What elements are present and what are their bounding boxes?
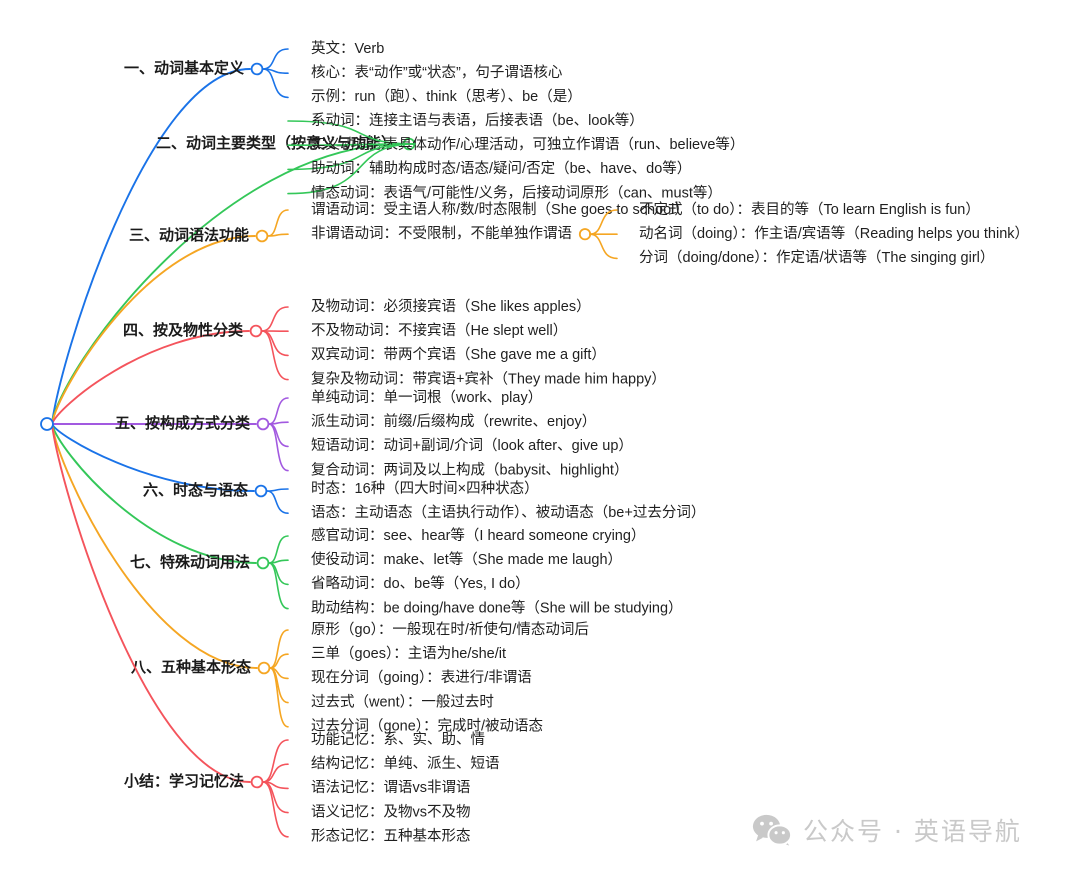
branch-node-8[interactable]: [257, 661, 271, 675]
sub-label-3-2-3: 分词（doing/done）：作定语/状语等（The singing girl）: [639, 248, 994, 266]
leaf-link-1-1: [262, 48, 289, 70]
leaf-label-9-1: 功能记忆：系、实、助、情: [311, 731, 485, 748]
branch-label-5: 五、按构成方式分类: [115, 414, 251, 432]
leaf-link-2-3: [287, 143, 416, 171]
leaf-link-2-2: [287, 143, 416, 146]
branch-link-8: [51, 423, 258, 669]
leaf-label-2-2: 实义动词：表具体动作/心理活动，可独立作谓语（run、believe等）: [311, 135, 744, 153]
leaf-link-2-4: [287, 143, 416, 195]
leaf-label-6-2: 语态：主动语态（主语执行动作）、被动语态（be+过去分词）: [311, 504, 705, 521]
branch-node-5[interactable]: [256, 417, 270, 431]
leaf-label-9-2: 结构记忆：单纯、派生、短语: [311, 755, 500, 772]
branch-label-4: 四、按及物性分类: [123, 321, 244, 339]
leaf-label-9-4: 语义记忆：及物vs不及物: [311, 803, 471, 820]
leaf-label-2-1: 系动词：连接主语与表语，后接表语（be、look等）: [311, 111, 644, 129]
branch-node-9[interactable]: [250, 775, 264, 789]
branch-node-6[interactable]: [254, 484, 268, 498]
branch-node-4[interactable]: [249, 324, 263, 338]
leaf-link-9-1: [262, 739, 289, 783]
leaf-label-1-2: 核心：表“动作”或“状态”，句子谓语核心: [311, 64, 562, 81]
sub-label-3-2-2: 动名词（doing）：作主语/宾语等（Reading helps you thi…: [639, 224, 1029, 242]
leaf-link-3-1: [267, 209, 289, 237]
branch-label-9: 小结：学习记忆法: [124, 772, 244, 790]
branch-node-1[interactable]: [250, 62, 264, 76]
leaf-label-7-4: 助动结构：be doing/have done等（She will be stu…: [311, 598, 683, 616]
branch-label-8: 八、五种基本形态: [130, 658, 251, 676]
leaf-label-9-3: 语法记忆：谓语vs非谓语: [311, 779, 471, 796]
leaf-link-5-1: [268, 397, 289, 425]
leaf-link-5-4: [268, 423, 289, 472]
leaf-label-8-5: 过去分词（gone）：完成时/被动语态: [311, 718, 543, 735]
leaf-link-6-1: [266, 488, 289, 492]
leaf-link-7-3: [268, 562, 289, 586]
sub-node-3-2[interactable]: [578, 228, 592, 241]
branch-link-9: [51, 423, 251, 783]
sub-label-3-2-1: 不定式（to do）：表目的等（To learn English is fun）: [639, 200, 980, 218]
branch-node-7[interactable]: [256, 556, 270, 570]
leaf-label-7-1: 感官动词：see、hear等（I heard someone crying）: [311, 526, 645, 544]
leaf-label-3-2: 非谓语动词：不受限制，不能单独作谓语: [311, 225, 572, 242]
branch-node-3[interactable]: [255, 229, 269, 243]
root-node[interactable]: [40, 417, 54, 431]
branch-label-2: 二、动词主要类型（按意义与功能）: [156, 134, 396, 152]
leaf-label-5-4: 复合动词：两词及以上构成（babysit、highlight）: [311, 460, 628, 478]
leaf-link-7-4: [268, 562, 289, 610]
leaf-label-8-2: 三单（goes）：主语为he/she/it: [311, 645, 506, 662]
branch-link-1: [51, 68, 251, 425]
leaf-link-9-2: [262, 763, 289, 783]
branch-link-3: [51, 235, 256, 425]
leaf-link-5-3: [268, 423, 289, 448]
leaf-link-8-4: [269, 667, 289, 704]
leaf-label-9-5: 形态记忆：五种基本形态: [311, 828, 471, 845]
leaf-label-8-1: 原形（go）：一般现在时/祈使句/情态动词后: [311, 621, 589, 638]
leaf-label-2-4: 情态动词：表语气/可能性/义务，后接动词原形（can、must等）: [311, 183, 722, 201]
sub-link-3-2-3: [589, 233, 618, 260]
leaf-label-6-1: 时态：16种（四大时间×四种状态）: [311, 480, 539, 497]
leaf-link-3-2: [267, 233, 289, 237]
leaf-label-8-4: 过去式（went）：一般过去时: [311, 693, 494, 710]
branch-link-4: [51, 330, 250, 425]
leaf-link-1-3: [262, 68, 289, 99]
branch-link-6: [51, 423, 255, 492]
branch-label-7: 七、特殊动词用法: [130, 553, 250, 571]
leaf-label-7-3: 省略动词：do、be等（Yes, I do）: [311, 574, 530, 592]
leaf-label-5-2: 派生动词：前缀/后缀构成（rewrite、enjoy）: [311, 413, 596, 430]
leaf-link-2-1: [287, 120, 416, 145]
leaf-label-1-3: 示例：run（跑）、think（思考）、be（是）: [311, 88, 582, 105]
leaf-label-2-3: 助动词：辅助构成时态/语态/疑问/否定（be、have、do等）: [311, 159, 691, 177]
leaf-link-7-1: [268, 535, 289, 564]
branch-link-7: [51, 423, 257, 564]
leaf-label-5-1: 单纯动词：单一词根（work、play）: [311, 389, 542, 406]
leaf-link-8-5: [269, 667, 289, 728]
leaf-label-4-2: 不及物动词：不接宾语（He slept well）: [311, 322, 567, 339]
leaf-link-4-3: [261, 330, 289, 357]
leaf-link-8-1: [269, 629, 289, 669]
leaf-label-5-3: 短语动词：动词+副词/介词（look after、give up）: [311, 437, 633, 454]
leaf-link-9-5: [262, 781, 289, 838]
leaf-label-3-1: 谓语动词：受主语人称/数/时态限制（She goes to school）: [311, 201, 689, 218]
branch-label-1: 一、动词基本定义: [124, 59, 244, 77]
leaf-label-7-2: 使役动词：make、let等（She made me laugh）: [311, 550, 622, 568]
branch-label-6: 六、时态与语态: [143, 481, 248, 499]
leaf-label-4-3: 双宾动词：带两个宾语（She gave me a gift）: [311, 346, 606, 363]
leaf-link-6-2: [266, 490, 289, 514]
leaf-link-4-4: [261, 330, 289, 381]
leaf-label-1-1: 英文：Verb: [311, 39, 384, 57]
leaf-label-4-4: 复杂及物动词：带宾语+宾补（They made him happy）: [311, 369, 666, 387]
leaf-label-4-1: 及物动词：必须接宾语（She likes apples）: [311, 298, 591, 315]
leaf-link-4-1: [261, 306, 289, 332]
leaf-label-8-3: 现在分词（going）：表进行/非谓语: [311, 669, 532, 686]
branch-label-3: 三、动词语法功能: [129, 226, 249, 244]
